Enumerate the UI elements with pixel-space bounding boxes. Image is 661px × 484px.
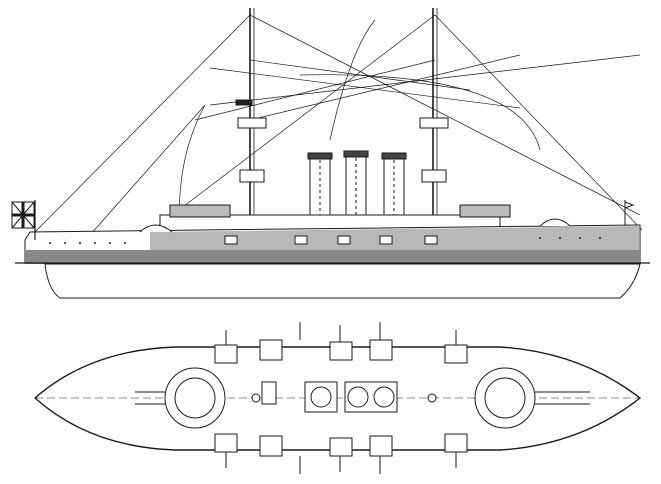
funnel-bases [251,381,437,413]
aft-turret-side [139,224,173,233]
funnels [307,150,407,231]
aft-bridge [459,204,511,218]
ensign-flag [11,200,36,240]
casemates-side [224,235,438,245]
portholes [49,237,601,244]
jack-staff [624,200,635,225]
hull-lower [44,263,641,299]
side-elevation [11,8,650,299]
mast-main [419,8,449,230]
main-turrets [135,367,590,429]
fore-turret-side [539,218,571,227]
fore-bridge [169,204,231,218]
armor-belt [25,250,640,264]
mast-fore [235,8,267,230]
rigging [34,14,643,236]
deck-plan [33,322,642,474]
casemate-guns [214,322,468,474]
